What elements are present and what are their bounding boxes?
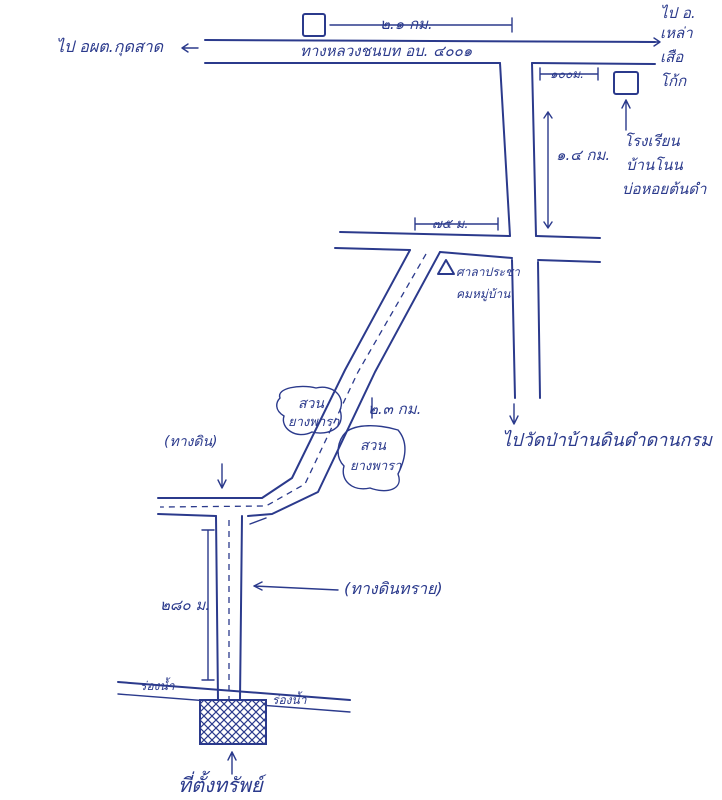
orchard-blob-2: [337, 425, 406, 492]
label-dist-top: ๒.๑ กม.: [380, 15, 433, 33]
label-site: ที่ตั้งทรัพย์: [178, 770, 267, 797]
label-to-bottom: ไปวัดป่าบ้านดินดำดานกรม: [502, 429, 713, 451]
label-to-right-2: เหล่า: [660, 24, 693, 42]
sand-road-arrow-icon: [253, 581, 339, 591]
label-dist-100: ๑๐๐ม.: [550, 67, 584, 81]
site-arrow-icon: [227, 751, 237, 775]
label-main-road: ทางหลวงชนบท อบ. ๔๐๐๑: [300, 42, 473, 60]
label-orchard1-2: ยางพารา: [288, 415, 340, 430]
label-school-1: โรงเรียน: [624, 132, 680, 150]
shrine-triangle-icon: [437, 259, 455, 275]
label-to-left: ไป อผต.กุดสาด: [56, 37, 165, 57]
label-shrine-1: ศาลาประชา: [456, 265, 521, 279]
label-school-3: บ่อหอยต้นดำ: [622, 180, 707, 198]
arrow-down-icon: [509, 403, 519, 425]
main-highway: [204, 39, 656, 65]
label-shrine-2: คมหมู่บ้าน: [456, 287, 511, 302]
distance-marker-75: [414, 217, 499, 231]
vertical-road: [499, 62, 541, 399]
orchard-blob-1: [276, 385, 343, 436]
distance-marker-100: [539, 67, 599, 81]
label-orchard2-1: สวน: [360, 438, 386, 454]
label-dirt-road: (ทางดิน): [164, 434, 218, 450]
sand-road: [215, 515, 243, 701]
label-rut-road: (ทางดินทราย): [344, 579, 443, 598]
distance-marker-1-4: [543, 111, 553, 229]
arrow-right-icon: [639, 37, 661, 47]
label-orchard2-2: ยางพารา: [350, 459, 402, 474]
school-arrow-icon: [621, 99, 631, 131]
label-dist-75: ๗๕ ม.: [432, 217, 468, 232]
building-top: [302, 13, 326, 37]
label-school-2: บ้านโนน: [626, 156, 684, 174]
label-to-right-4: โก้ก: [660, 72, 687, 90]
label-ditch-right: ร่องน้ำ: [272, 691, 308, 707]
label-dist-1-4: ๑.๔ กม.: [556, 146, 610, 164]
label-to-right-1: ไป อ.: [660, 4, 696, 22]
label-orchard1-1: สวน: [298, 396, 324, 412]
label-dist-280: ๒๘๐ ม.: [160, 596, 210, 614]
label-ditch-left: ร่องน้ำ: [140, 677, 176, 693]
junction-arrow-icon: [249, 517, 267, 525]
dirt-road-arrow-icon: [217, 463, 227, 489]
school-building: [613, 71, 639, 95]
label-dist-2-3: ๒.๓ กม.: [368, 400, 421, 418]
crossroad: [334, 231, 601, 263]
arrow-left-icon: [181, 43, 199, 53]
diagonal-road: [157, 249, 441, 517]
label-to-right-3: เสือ: [660, 48, 684, 66]
distance-marker-280: [201, 529, 215, 681]
distance-marker-top: [329, 17, 513, 33]
